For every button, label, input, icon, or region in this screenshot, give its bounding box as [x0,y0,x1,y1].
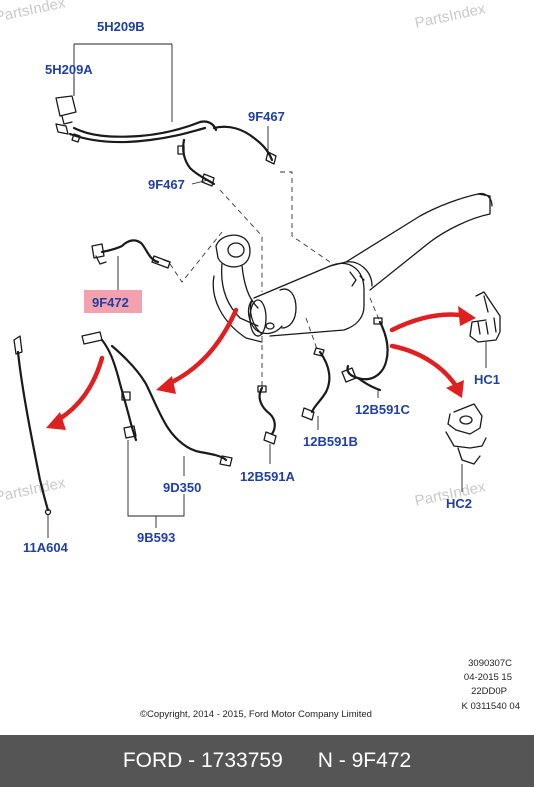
sensor-12b591b [301,347,331,421]
diagram-code-4: K 0311540 04 [462,701,520,712]
label-12b591c: 12B591C [355,402,411,417]
label-5h209b: 5H209B [97,19,145,34]
label-9f467-top: 9F467 [248,109,285,124]
leader-9f467-left [191,179,209,185]
diagram-code-1: 3090307C [468,658,512,669]
footer-part-number: FORD - 1733759 [122,749,283,772]
diagram-code-2: 04-2015 15 [464,672,512,683]
diagram-code-3: 22DD0P [471,686,507,697]
arrow-to-hc2 [389,343,464,398]
watermark-mid-left: PartsIndex [0,474,67,506]
label-9b593: 9B593 [137,530,175,545]
leader-9b593 [127,440,185,517]
label-hc2: HC2 [446,496,472,511]
arrow-to-9b593 [156,307,239,394]
dash-line-3 [169,231,223,283]
footer-reference: N - 9F472 [317,749,412,772]
harness-9b593 [81,331,233,467]
rod-11a604 [13,335,52,516]
sensor-9f472 [91,239,171,269]
label-5h209a: 5H209A [45,62,93,77]
label-11a604: 11A604 [23,540,69,555]
label-9f467-left: 9F467 [148,177,185,192]
copyright-text: ©Copyright, 2014 - 2015, Ford Motor Comp… [140,709,372,720]
leader-5h209b [73,43,173,122]
watermark-top-left: PartsIndex [0,0,67,26]
hanger-hc2 [445,403,487,465]
harness-5h209 [55,95,277,187]
watermark-top-right: PartsIndex [413,0,487,32]
label-9d350: 9D350 [163,480,201,495]
arrow-to-hc1 [389,306,476,333]
highlight-9f472 [84,290,142,313]
sensor-12b591a [257,385,277,445]
label-12b591a: 12B591A [240,469,296,484]
label-12b591b: 12B591B [303,434,358,449]
arrow-to-11a604 [46,355,105,430]
footer-spacer [283,749,318,773]
sensor-12b591c [341,317,389,392]
hanger-hc1 [469,291,501,343]
part-number-bar: FORD - 1733759 N - 9F472 [0,735,534,787]
exhaust-assembly [212,192,493,343]
label-9f472: 9F472 [92,295,129,310]
label-hc1: HC1 [474,372,500,387]
dash-line-5 [305,317,319,353]
dash-line-1 [219,189,263,292]
dash-line-2 [280,171,331,263]
